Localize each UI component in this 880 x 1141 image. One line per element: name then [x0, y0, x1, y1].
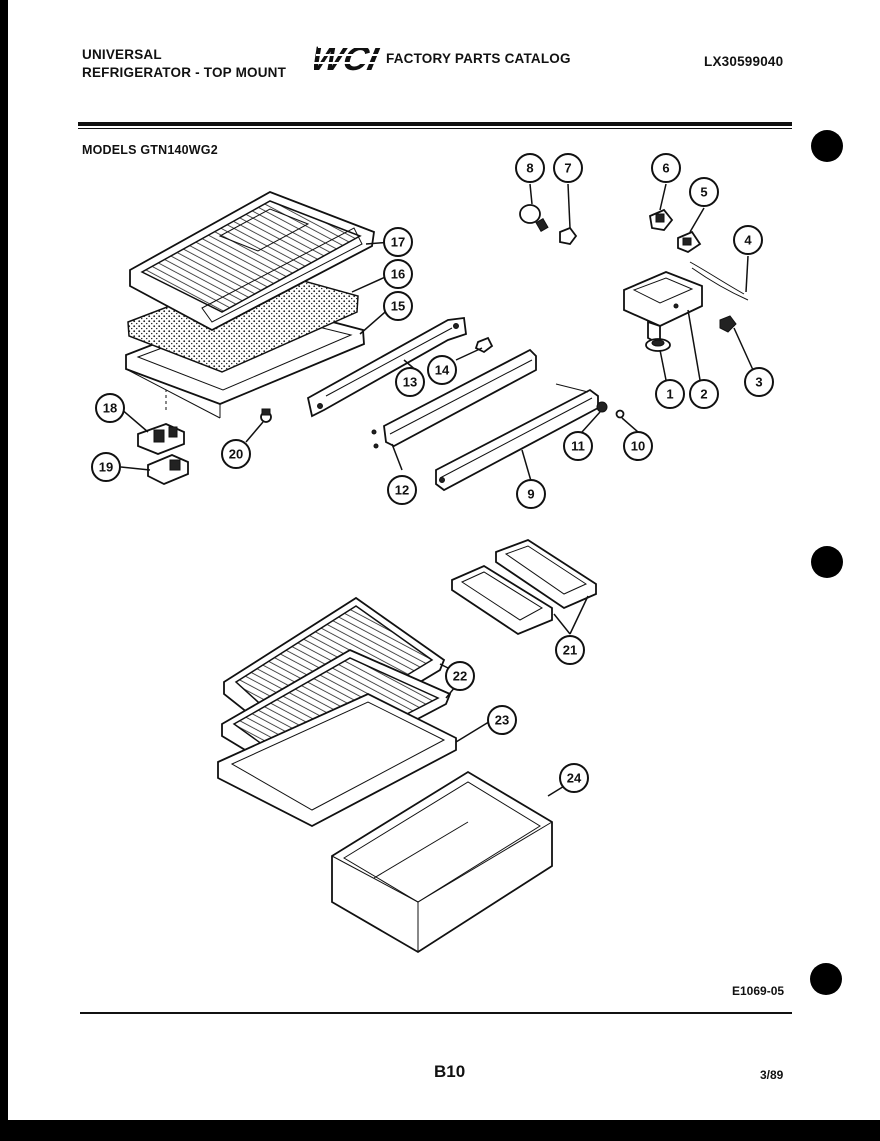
- callout-6: 6: [651, 153, 681, 183]
- callout-8: 8: [515, 153, 545, 183]
- callout-1: 1: [655, 379, 685, 409]
- callout-21: 21: [555, 635, 585, 665]
- callout-number: 3: [755, 375, 762, 390]
- catalog-page: UNIVERSAL REFRIGERATOR - TOP MOUNT WCI F…: [8, 0, 880, 1120]
- brand-line-1: UNIVERSAL: [82, 47, 162, 62]
- bracket-18: [137, 390, 185, 455]
- footer-rule: [80, 1012, 792, 1014]
- callout-13: 13: [395, 367, 425, 397]
- catalog-number: LX30599040: [704, 54, 784, 69]
- screw-20: [260, 408, 272, 423]
- switch-5: [677, 230, 702, 254]
- revision-date: 3/89: [760, 1068, 784, 1082]
- crisper-cover-23: [217, 693, 457, 828]
- callout-24: 24: [559, 763, 589, 793]
- thermostat-6: [648, 208, 674, 231]
- callout-number: 2: [700, 387, 707, 402]
- callout-number: 14: [435, 363, 450, 378]
- wci-logo: WCI: [314, 40, 384, 76]
- callout-22: 22: [445, 661, 475, 691]
- callout-10: 10: [623, 431, 653, 461]
- binder-hole-middle: [811, 546, 843, 578]
- callout-3: 3: [744, 367, 774, 397]
- ice-tray-21-front: [451, 564, 553, 636]
- header-rule: [78, 122, 792, 126]
- callout-number: 7: [564, 161, 571, 176]
- callout-number: 8: [526, 161, 533, 176]
- callout-20: 20: [221, 439, 251, 469]
- callout-number: 6: [662, 161, 669, 176]
- callout-number: 17: [391, 235, 405, 250]
- screw-3: [719, 315, 737, 333]
- callout-number: 13: [403, 375, 417, 390]
- catalog-title: FACTORY PARTS CATALOG: [386, 51, 571, 66]
- models-label: MODELS GTN140WG2: [82, 143, 218, 157]
- page-number: B10: [434, 1062, 466, 1081]
- callout-15: 15: [383, 291, 413, 321]
- callout-14: 14: [427, 355, 457, 385]
- brand-line-2: REFRIGERATOR - TOP MOUNT: [82, 65, 287, 80]
- control-housing-2: [623, 271, 703, 346]
- callout-number: 5: [700, 185, 707, 200]
- shelf-cover-17: [129, 191, 375, 332]
- washer-11: [596, 401, 608, 413]
- socket-7: [559, 226, 578, 245]
- callout-5: 5: [689, 177, 719, 207]
- callout-18: 18: [95, 393, 125, 423]
- callout-number: 4: [744, 233, 752, 248]
- callout-number: 9: [527, 487, 534, 502]
- callout-number: 24: [567, 771, 582, 786]
- callout-17: 17: [383, 227, 413, 257]
- callout-23: 23: [487, 705, 517, 735]
- callout-number: 23: [495, 713, 509, 728]
- callout-11: 11: [563, 431, 593, 461]
- bracket-19: [147, 454, 189, 485]
- callout-number: 16: [391, 267, 405, 282]
- callout-number: 10: [631, 439, 645, 454]
- shelf-support-bracket-13: [306, 316, 467, 418]
- callout-4: 4: [733, 225, 763, 255]
- rail-12: [371, 348, 537, 449]
- callout-number: 20: [229, 447, 243, 462]
- callout-number: 15: [391, 299, 405, 314]
- callout-9: 9: [516, 479, 546, 509]
- callout-number: 18: [103, 401, 117, 416]
- ice-tray-21-back: [495, 538, 597, 610]
- callout-12: 12: [387, 475, 417, 505]
- binder-hole-top: [811, 130, 843, 162]
- callout-19: 19: [91, 452, 121, 482]
- header-rule-thin: [78, 128, 792, 129]
- binder-hole-bottom: [810, 963, 842, 995]
- light-bulb-8: [519, 204, 549, 233]
- wire-harness-4: [689, 261, 749, 301]
- callout-7: 7: [553, 153, 583, 183]
- callout-number: 1: [666, 387, 673, 402]
- nut-10: [615, 409, 625, 419]
- callout-number: 21: [563, 643, 577, 658]
- callout-2: 2: [689, 379, 719, 409]
- callout-number: 22: [453, 669, 467, 684]
- callout-16: 16: [383, 259, 413, 289]
- callout-number: 19: [99, 460, 113, 475]
- callout-number: 12: [395, 483, 409, 498]
- knob-1: [645, 338, 671, 352]
- crisper-drawer-24: [331, 770, 553, 954]
- drawing-id: E1069-05: [732, 984, 785, 998]
- callout-number: 11: [571, 439, 585, 454]
